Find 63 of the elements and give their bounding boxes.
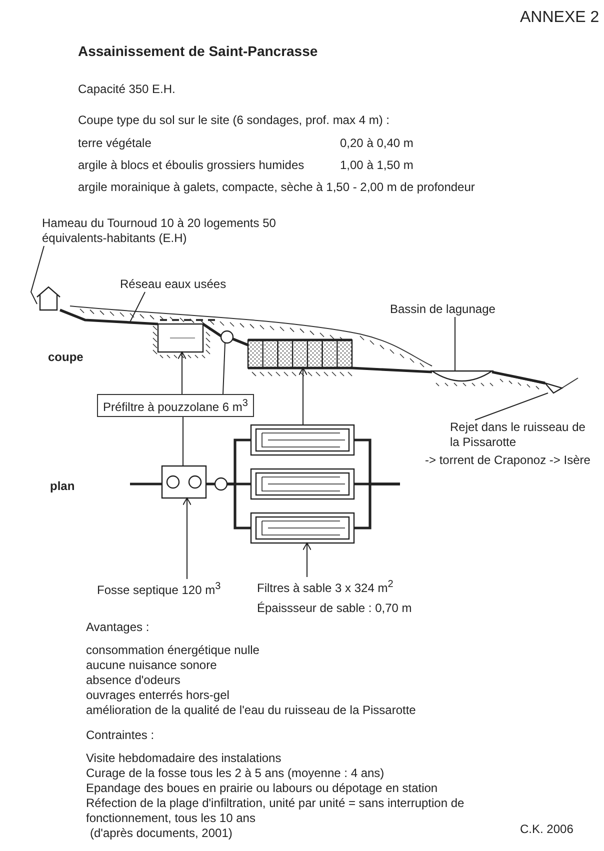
house-icon bbox=[36, 286, 61, 311]
view-label: plan bbox=[50, 479, 75, 494]
text-line: Avantages : bbox=[86, 620, 150, 635]
arrow bbox=[298, 368, 308, 426]
pipe-line bbox=[492, 370, 546, 384]
arrow bbox=[182, 498, 192, 580]
text-line: Visite hebdomadaire des instalations bbox=[86, 751, 282, 766]
text-line: consommation énergétique nulle bbox=[86, 643, 260, 658]
text-line: aucune nuisance sonore bbox=[86, 658, 217, 673]
pipe-line bbox=[354, 482, 400, 530]
table-text: 0,20 à 0,40 m bbox=[340, 136, 414, 151]
text-line: Curage de la fosse tous les 2 à 5 ans (moyenne : 4 ans) bbox=[86, 766, 384, 781]
text-line: ANNEXE 2 bbox=[520, 10, 600, 25]
text-line: Réfection de la plage d'infiltration, unité par unité = sans interruption de fonctionnement, tous les 10 ans bbox=[86, 796, 466, 826]
leader-line bbox=[30, 246, 44, 304]
leader-line bbox=[222, 342, 226, 394]
leader-line bbox=[474, 392, 548, 420]
text-line: (d'après documents, 2001) bbox=[90, 826, 232, 841]
callout-note: Épaissseur de sable : 0,70 m bbox=[257, 601, 412, 616]
callout-label: Fosse septique 120 m$^{3}$ bbox=[97, 579, 221, 598]
pipe-line bbox=[232, 338, 248, 346]
septic-tank-pit bbox=[157, 323, 204, 353]
pipe-line bbox=[227, 482, 251, 530]
pipe-line bbox=[202, 322, 222, 338]
callout-label: Bassin de lagunage bbox=[390, 302, 496, 317]
sand-filter bbox=[250, 468, 355, 500]
callout-note: -> torrent de Craponoz -> Isère bbox=[425, 453, 590, 468]
septic-tank bbox=[161, 465, 207, 499]
arrow bbox=[302, 542, 312, 578]
arrow bbox=[178, 352, 186, 394]
sand-filter bbox=[250, 512, 355, 544]
pipe-line bbox=[206, 482, 215, 486]
callout-label: Filtres à sable 3 x 324 m$^{2}$ bbox=[257, 578, 394, 596]
pipe-line bbox=[60, 308, 158, 326]
manhole bbox=[220, 330, 234, 344]
text-line: absence d'odeurs bbox=[86, 673, 180, 688]
pipe-line bbox=[352, 366, 432, 374]
lagoon-basin bbox=[431, 370, 493, 382]
view-label: coupe bbox=[48, 350, 84, 365]
text-line: ouvrages enterrés hors-gel bbox=[86, 688, 230, 703]
table-text: 1,00 à 1,50 m bbox=[340, 158, 414, 173]
callout-label: Rejet dans le ruisseau de la Pissarotte bbox=[450, 420, 586, 450]
pipe-line bbox=[130, 482, 162, 486]
text-line: Capacité 350 E.H. bbox=[78, 82, 176, 97]
leader-line bbox=[130, 292, 146, 322]
table-text: argile morainique à galets, compacte, sèche à 1,50 - 2,00 m de profondeur bbox=[78, 180, 475, 195]
stream-channel bbox=[543, 382, 564, 394]
sand-filter-bed bbox=[246, 338, 354, 370]
title: Assainissement de Saint-Pancrasse bbox=[78, 44, 318, 59]
callout-label: Réseau eaux usées bbox=[120, 277, 226, 292]
sand-filter bbox=[250, 424, 355, 456]
text-line: Contraintes : bbox=[86, 728, 154, 743]
leader-line bbox=[182, 416, 184, 466]
callout-label: Hameau du Tournoud 10 à 20 logements 50 équivalents-habitants (E.H) bbox=[42, 216, 282, 246]
text-line: C.K. 2006 bbox=[520, 822, 574, 837]
leader-line bbox=[454, 316, 456, 372]
text-line: Epandage des boues en prairie ou labours ou dépotage en station bbox=[86, 781, 438, 796]
table-text: terre végétale bbox=[78, 136, 152, 151]
table-text: argile à blocs et éboulis grossiers humides bbox=[78, 158, 304, 173]
text-line: amélioration de la qualité de l'eau du ruisseau de la Pissarotte bbox=[86, 703, 416, 718]
text-line: Coupe type du sol sur le site (6 sondages, prof. max 4 m) : bbox=[78, 113, 390, 128]
manhole bbox=[214, 477, 228, 491]
prefilter-label: Préfiltre à pouzzolane 6 m$^{3}$ bbox=[97, 394, 254, 417]
